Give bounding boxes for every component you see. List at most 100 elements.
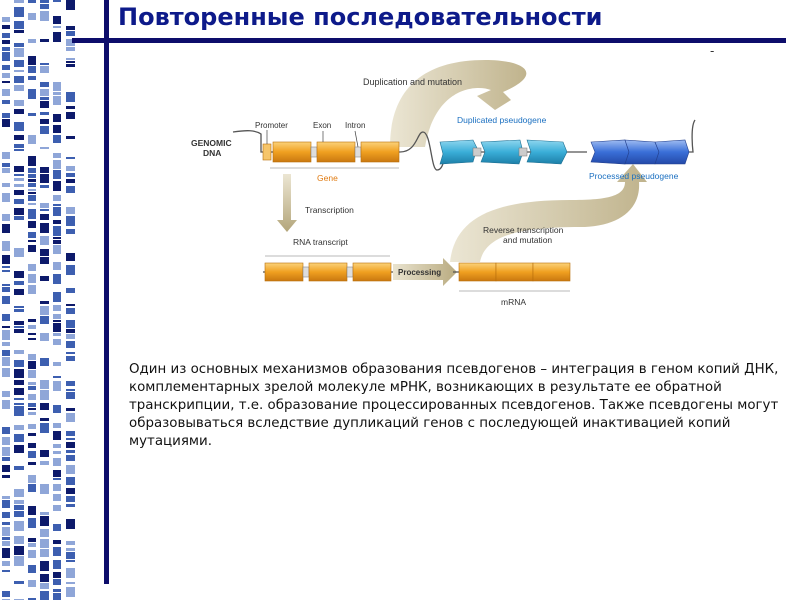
barcode-band: [66, 560, 75, 562]
barcode-band: [40, 276, 49, 281]
label-intron: Intron: [345, 121, 365, 130]
barcode-band: [2, 548, 10, 558]
reverse-transcription-arrow: [450, 164, 647, 262]
barcode-band: [66, 541, 75, 545]
barcode-band: [14, 321, 24, 325]
barcode-band: [53, 362, 61, 366]
barcode-band: [66, 64, 75, 67]
barcode-band: [28, 333, 36, 335]
barcode-band: [40, 390, 49, 400]
barcode-band: [14, 208, 24, 215]
label-genomic-dna: GENOMIC: [191, 138, 232, 148]
barcode-band: [2, 400, 10, 409]
barcode-band: [53, 292, 61, 302]
label-processed-pseudogene: Processed pseudogene: [589, 171, 679, 181]
barcode-band: [2, 522, 10, 525]
barcode-band: [2, 47, 10, 51]
barcode-band: [53, 305, 61, 311]
rna-transcript: [263, 262, 393, 282]
barcode-band: [40, 236, 49, 245]
barcode-band: [53, 16, 61, 24]
barcode-band: [2, 40, 10, 44]
barcode-band: [14, 166, 24, 172]
barcode-band: [40, 11, 49, 21]
barcode-band: [2, 447, 10, 456]
barcode-band: [66, 186, 75, 193]
barcode-band: [53, 262, 61, 270]
barcode-band: [28, 451, 36, 458]
label-genomic-dna-2: DNA: [203, 148, 221, 158]
barcode-band: [2, 266, 10, 268]
barcode-band: [53, 170, 61, 179]
barcode-band: [14, 581, 24, 584]
barcode-band: [66, 504, 75, 507]
barcode-band: [14, 403, 24, 405]
barcode-band: [14, 135, 24, 140]
processing-arrow: [393, 258, 457, 286]
barcode-band: [28, 394, 36, 400]
barcode-band: [66, 442, 75, 448]
barcode-band: [14, 466, 24, 470]
barcode-band: [53, 237, 61, 239]
barcode-band: [53, 160, 61, 169]
barcode-band: [2, 527, 10, 536]
label-duplicated-pseudogene: Duplicated pseudogene: [457, 115, 547, 125]
title-underline: [72, 38, 786, 43]
barcode-band: [66, 488, 75, 494]
label-transcription: Transcription: [305, 205, 354, 215]
barcode-band: [28, 433, 36, 436]
barcode-band: [28, 506, 36, 515]
barcode-band: [14, 425, 24, 430]
barcode-band: [40, 423, 49, 433]
barcode-band: [14, 199, 24, 204]
barcode-band: [40, 101, 49, 108]
barcode-band: [40, 185, 49, 188]
barcode-band: [14, 360, 24, 367]
barcode-band: [40, 484, 49, 494]
barcode-band: [28, 156, 36, 166]
barcode-band: [66, 288, 75, 293]
barcode-band: [40, 167, 49, 173]
barcode-band: [14, 306, 24, 308]
label-promoter: Promoter: [255, 121, 288, 130]
label-mrna: mRNA: [501, 297, 526, 307]
barcode-band: [53, 207, 61, 216]
barcode-band: [2, 284, 10, 286]
barcode-band: [66, 58, 75, 60]
vertical-divider: [104, 0, 109, 584]
label-duplication-mutation: Duplication and mutation: [363, 77, 462, 87]
barcode-band: [53, 458, 61, 466]
barcode-band: [14, 21, 24, 29]
barcode-band: [28, 89, 36, 99]
barcode-band: [2, 391, 10, 397]
barcode-band: [14, 122, 24, 131]
barcode-band: [28, 240, 36, 242]
barcode-band: [14, 109, 24, 114]
barcode-band: [53, 32, 61, 42]
barcode-band: [14, 60, 24, 67]
barcode-band: [66, 438, 75, 440]
barcode-band: [66, 92, 75, 102]
label-processing: Processing: [398, 268, 441, 277]
barcode-band: [2, 152, 10, 159]
barcode-band: [28, 386, 36, 390]
barcode-band: [40, 257, 49, 264]
barcode-band: [28, 189, 36, 191]
barcode-band: [2, 591, 10, 597]
barcode-band: [40, 39, 49, 42]
barcode-band: [66, 477, 75, 485]
barcode-band: [66, 47, 75, 51]
gene-block: [262, 141, 400, 163]
barcode-band: [40, 82, 49, 87]
barcode-band: [2, 330, 10, 340]
barcode-band: [53, 82, 61, 91]
barcode-band: [40, 203, 49, 208]
barcode-band: [28, 39, 36, 43]
barcode-band: [28, 382, 36, 385]
barcode-band: [14, 248, 24, 257]
barcode-band: [2, 314, 10, 321]
barcode-band: [66, 552, 75, 559]
barcode-band: [14, 178, 24, 181]
barcode-band: [53, 431, 61, 440]
barcode-band: [28, 232, 36, 238]
